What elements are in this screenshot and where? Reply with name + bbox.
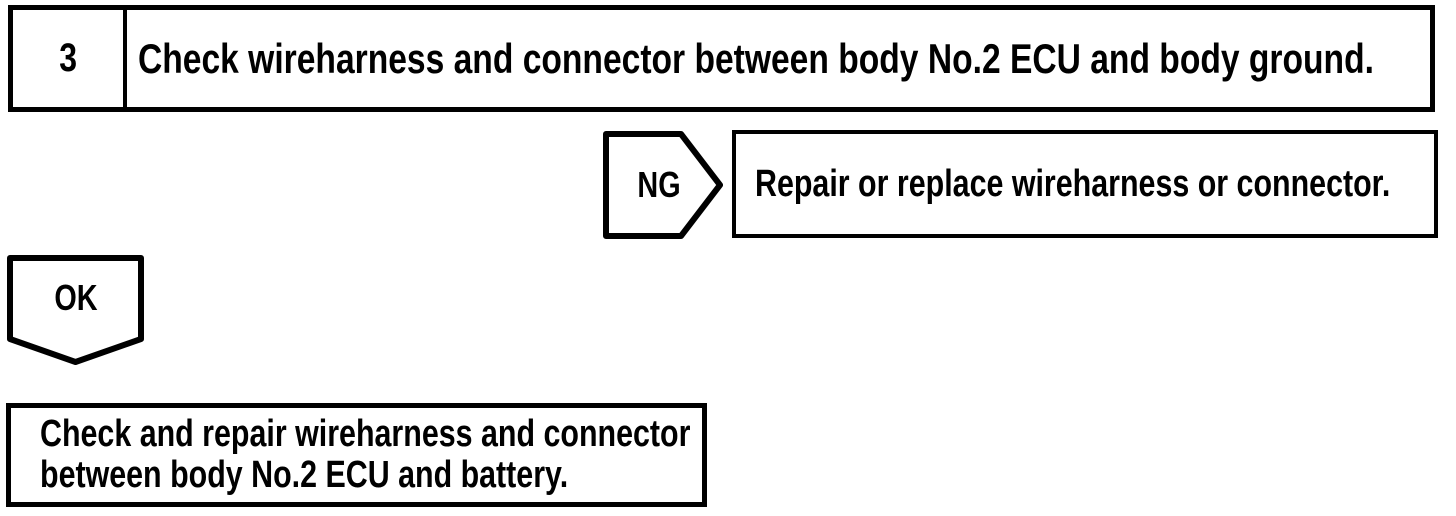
ng-action-box: Repair or replace wireharness or connect…	[732, 130, 1438, 238]
ng-pentagon-right-icon	[603, 131, 723, 239]
ok-label: OK	[53, 276, 98, 318]
ng-label-wrap: NG	[603, 131, 715, 239]
ok-action-line-1: Check and repair wireharness and connect…	[40, 413, 691, 455]
step-number-cell: 3	[13, 10, 127, 107]
step-box: 3 Check wireharness and connector betwee…	[8, 5, 1435, 112]
ng-action-text: Repair or replace wireharness or connect…	[755, 162, 1391, 205]
step-number: 3	[59, 36, 77, 80]
step-instruction: Check wireharness and connector between …	[138, 34, 1374, 82]
ok-action-box: Check and repair wireharness and connect…	[6, 403, 707, 507]
ok-action-line-2: between body No.2 ECU and battery.	[40, 454, 569, 496]
ng-connector: NG	[603, 131, 723, 239]
ok-connector: OK	[7, 255, 144, 365]
step-instruction-cell: Check wireharness and connector between …	[127, 10, 1430, 107]
ok-label-wrap: OK	[7, 255, 144, 340]
ng-label: NG	[637, 164, 681, 205]
ok-pentagon-down-icon	[7, 255, 144, 365]
